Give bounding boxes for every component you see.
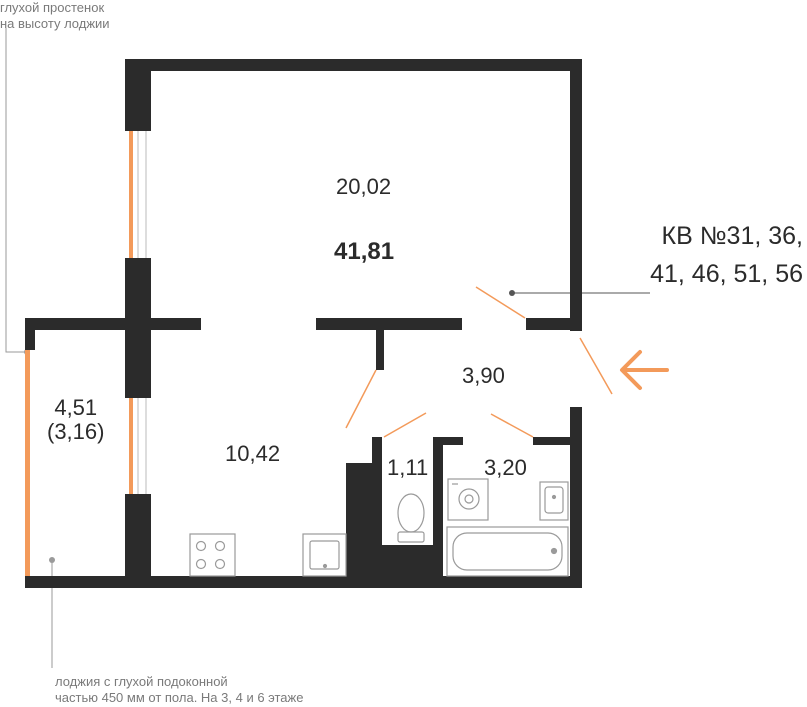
- door-living: [475, 286, 526, 319]
- loggia-top-wall: [25, 318, 201, 330]
- walls: [25, 59, 582, 588]
- washing-machine-icon: [447, 478, 489, 521]
- doors: [345, 286, 613, 438]
- wall-left-lower: [125, 494, 151, 588]
- door-entrance: [579, 337, 613, 395]
- door-wc: [383, 412, 427, 438]
- bath-top-wall: [433, 437, 463, 445]
- door-kitchen: [345, 369, 377, 429]
- windows: [25, 131, 151, 576]
- wall-note: глухой простенок на высоту лоджии: [0, 0, 110, 32]
- bathroom-area: 3,20: [484, 455, 527, 480]
- wall-right-lower: [570, 407, 582, 588]
- hall-area: 3,90: [462, 363, 505, 388]
- bath-top-wall-right: [533, 437, 582, 445]
- partition-right: [526, 318, 582, 330]
- apartment-numbers-line2: 41, 46, 51, 56: [650, 260, 803, 288]
- wall-right-upper: [570, 59, 582, 331]
- loggia-note: лоджия с глухой подоконной частью 450 мм…: [55, 674, 303, 706]
- top-note-leader: [5, 28, 27, 353]
- wall-note-line2: на высоту лоджии: [0, 16, 110, 31]
- bottom-note-leader-dot: [49, 557, 55, 563]
- leader-lines: [5, 28, 650, 668]
- washbasin-icon: [539, 481, 569, 521]
- bathtub-icon: [446, 526, 569, 577]
- living-room-area: 20,02: [336, 174, 392, 199]
- apartment-numbers-line1: КВ №31, 36,: [661, 222, 803, 250]
- loggia-note-line1: лоджия с глухой подоконной: [55, 674, 228, 689]
- window-kitchen-glass: [129, 398, 133, 494]
- loggia-note-line2: частью 450 мм от пола. На 3, 4 и 6 этаже: [55, 690, 304, 705]
- wc-left-wall: [372, 437, 382, 588]
- duct: [346, 463, 372, 576]
- door-bath: [490, 413, 534, 438]
- kitchen-area: 10,42: [225, 441, 281, 466]
- wc-right-wall: [433, 437, 443, 588]
- partition-stub: [376, 318, 384, 370]
- loggia-area-reduced: (3,16): [47, 419, 105, 444]
- wall-left-upper: [125, 59, 151, 131]
- apartment-leader-dot: [509, 290, 515, 296]
- loggia-area-value: 4,51: [54, 395, 98, 420]
- total-area: 41,81: [334, 238, 395, 265]
- wall-bottom: [25, 576, 582, 588]
- wall-top: [125, 59, 582, 71]
- kitchen-sink-icon: [302, 533, 347, 577]
- fixtures: [189, 478, 569, 577]
- loggia-left-wall: [25, 318, 35, 350]
- window-living-glass: [129, 131, 133, 258]
- arrow-left-icon: [620, 350, 669, 390]
- wc-area: 1,11: [387, 455, 429, 480]
- loggia-area: 4,51 (3,16): [47, 396, 104, 444]
- toilet-icon: [397, 493, 425, 543]
- loggia-glazing: [25, 350, 30, 576]
- stove-icon: [189, 533, 236, 577]
- wall-note-line1: глухой простенок: [0, 0, 105, 15]
- wc-floor-block: [382, 545, 433, 576]
- partition-left: [316, 318, 462, 330]
